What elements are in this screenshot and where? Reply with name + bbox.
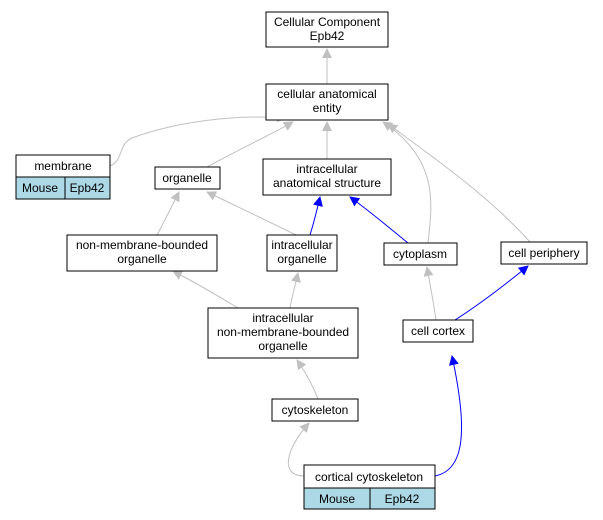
node-cellular-component[interactable]: Cellular Component Epb42 xyxy=(265,11,389,48)
node-cytoplasm[interactable]: cytoplasm xyxy=(383,242,458,266)
edge-cortical-to-cytoskeleton xyxy=(287,422,310,477)
node-io-line-2: organelle xyxy=(277,252,327,266)
edge-membrane-to-cae xyxy=(109,112,287,167)
node-inmbo-line-2: non-membrane-bounded xyxy=(217,325,349,339)
node-cortical-gene: Epb42 xyxy=(385,492,420,506)
edge-cortical-to-cortex xyxy=(434,355,463,477)
edge-cytoplasm-to-cae xyxy=(382,121,432,244)
node-intracellular-anatomical-structure[interactable]: intracellular anatomical structure xyxy=(262,158,392,196)
node-cellular-anatomical-entity[interactable]: cellular anatomical entity xyxy=(265,83,389,121)
node-intracellular-organelle[interactable]: intracellular organelle xyxy=(266,234,338,272)
node-cortical-cytoskeleton-label: cortical cytoskeleton xyxy=(315,470,423,484)
node-inmbo-line-1: intracellular xyxy=(252,311,313,325)
edge-periphery-to-cae xyxy=(387,123,531,243)
edge-inmbo-to-io xyxy=(289,272,301,309)
node-ias-line-1: intracellular xyxy=(296,162,357,176)
edge-io-to-ias xyxy=(309,196,323,236)
edge-cytoskeleton-to-inmbo xyxy=(296,359,319,400)
node-cortical-cytoskeleton[interactable]: cortical cytoskeleton Mouse Epb42 xyxy=(303,464,436,510)
node-cytoplasm-label: cytoplasm xyxy=(393,247,447,261)
node-cell-cortex-label: cell cortex xyxy=(411,324,465,338)
node-membrane[interactable]: membrane Mouse Epb42 xyxy=(15,154,111,200)
edge-cortex-to-periphery xyxy=(454,265,529,321)
node-nmbo-line-1: non-membrane-bounded xyxy=(76,238,208,252)
node-cell-cortex[interactable]: cell cortex xyxy=(402,319,474,343)
node-organelle[interactable]: organelle xyxy=(154,166,221,190)
node-io-line-1: intracellular xyxy=(271,238,332,252)
node-membrane-species: Mouse xyxy=(22,181,58,195)
node-cellular-anatomical-entity-line-1: cellular anatomical xyxy=(277,87,376,101)
edge-cytoplasm-to-ias xyxy=(349,196,409,244)
node-membrane-label: membrane xyxy=(34,159,92,173)
edge-nmbo-to-organelle xyxy=(156,191,180,236)
node-inmbo-line-3: organelle xyxy=(258,339,308,353)
node-cellular-component-line-1: Cellular Component xyxy=(274,15,381,29)
node-intracellular-non-membrane-bounded-organelle[interactable]: intracellular non-membrane-bounded organ… xyxy=(207,307,359,359)
edge-cortex-to-cytoplasm xyxy=(423,266,437,321)
node-cell-periphery-label: cell periphery xyxy=(508,246,579,260)
node-organelle-label: organelle xyxy=(162,171,212,185)
node-cortical-species: Mouse xyxy=(319,492,355,506)
edges-layer xyxy=(109,48,531,477)
node-cytoskeleton-label: cytoskeleton xyxy=(282,403,349,417)
node-cell-periphery[interactable]: cell periphery xyxy=(500,241,588,265)
edge-organelle-to-cae xyxy=(206,121,294,168)
node-ias-line-2: anatomical structure xyxy=(273,176,381,190)
nodes-layer: Cellular Component Epb42 cellular anatom… xyxy=(15,11,588,510)
edge-inmbo-to-nmbo xyxy=(172,270,239,309)
node-cytoskeleton[interactable]: cytoskeleton xyxy=(271,398,359,422)
edge-io-to-organelle xyxy=(206,191,297,236)
node-nmbo-line-2: organelle xyxy=(117,252,167,266)
node-non-membrane-bounded-organelle[interactable]: non-membrane-bounded organelle xyxy=(66,234,218,272)
node-cellular-component-line-2: Epb42 xyxy=(310,29,345,43)
node-membrane-gene: Epb42 xyxy=(70,181,105,195)
node-cellular-anatomical-entity-line-2: entity xyxy=(313,101,342,115)
